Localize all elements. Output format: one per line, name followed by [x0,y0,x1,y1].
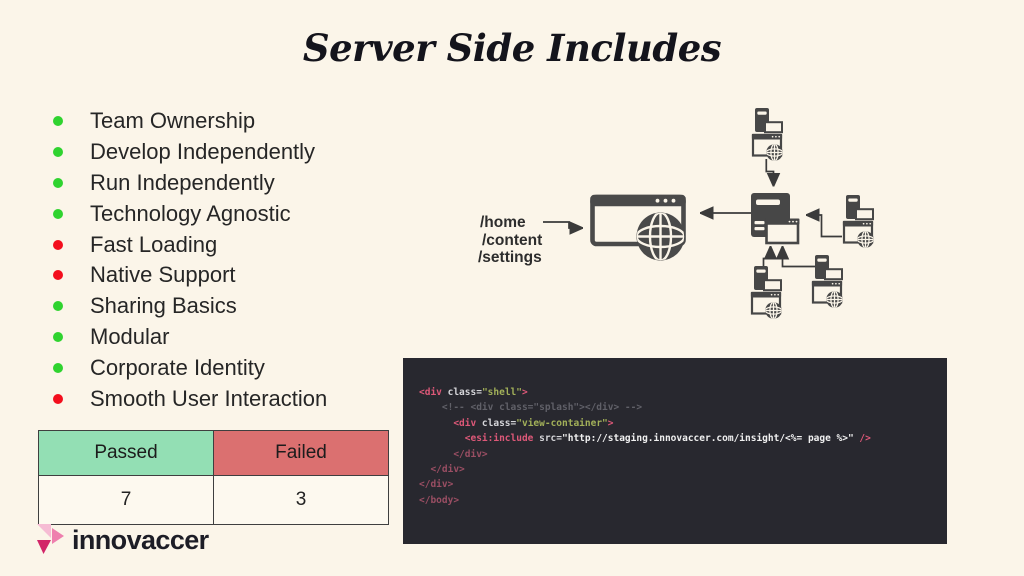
status-dot [53,116,63,127]
list-item: Fast Loading [48,229,327,260]
innovaccer-logo-icon [37,524,64,554]
code-line: <div class="shell"> [419,385,939,400]
page-title: Server Side Includes [302,26,722,70]
code-token: </body> [419,494,460,506]
list-item-label: Develop Independently [90,139,316,165]
list-item-label: Team Ownership [90,108,256,134]
code-token: "shell" [481,387,522,398]
route-label-settings: /settings [478,249,542,266]
code-token: </div> [419,464,465,476]
status-dot [53,270,63,281]
list-item-label: Sharing Basics [90,293,237,319]
list-item-label: Technology Agnostic [90,200,291,226]
status-dot [53,239,63,250]
code-token: /> [853,433,871,445]
status-dot [53,147,63,158]
globe-icon [636,212,685,261]
list-item-label: Smooth User Interaction [90,385,328,411]
code-line: <div class="view-container"> [419,416,939,431]
code-line: <esi:include src="http://staging.innovac… [419,431,939,446]
table-cell: 3 [213,475,389,525]
code-line: </div> [419,447,939,462]
list-item-label: Corporate Identity [90,354,265,380]
list-item-label: Run Independently [90,169,275,195]
list-item: Corporate Identity [48,352,327,383]
code-token: "http://staging.innovaccer.com/insight/<… [562,433,854,445]
list-item: Develop Independently [48,137,327,168]
list-item-label: Native Support [90,262,236,288]
code-token: <!-- <div class="splash"></div> --> [419,402,643,414]
table-header: Failed [213,430,389,476]
code-line: <!-- <div class="splash"></div> --> [419,400,939,415]
server-cluster-icon [751,266,782,319]
arrow-top-cluster-to-server [765,159,773,187]
status-dot [53,393,63,404]
code-token: <esi:include [419,433,534,445]
list-item: Team Ownership [48,106,327,137]
list-item: Sharing Basics [48,291,327,322]
browser-window-icon [590,194,686,261]
code-token: class= [441,387,482,398]
list-item: Native Support [48,260,327,291]
server-cluster-icon [752,108,783,161]
list-item: Smooth User Interaction [48,383,327,414]
code-token: "view-container" [516,417,608,429]
code-token: src= [533,433,562,445]
route-label-content: /content [482,232,542,249]
route-label-home: /home [480,214,526,231]
code-snippet-panel: <div class="shell"> <!-- <div class="spl… [403,358,947,544]
innovaccer-wordmark: innovaccer [72,524,209,555]
status-dot [53,301,63,312]
list-item-label: Modular [90,323,170,349]
code-token: class= [476,417,517,429]
list-item: Run Independently [48,168,327,199]
server-cluster-icon [843,195,874,248]
status-dot [53,362,63,373]
code-token: > [521,387,528,398]
list-item-label: Fast Loading [90,231,218,257]
status-dot [53,208,63,219]
table-header: Passed [38,430,214,476]
code-line: </body> [419,493,939,508]
server-tower-icon [751,193,800,245]
arrow-bottomleft-cluster-to-server [762,246,771,266]
list-item: Modular [48,322,327,353]
arrow-bottommid-cluster-to-server [783,246,815,268]
table-cell: 7 [38,475,214,525]
code-token: </div> [419,479,454,491]
server-cluster-icon [812,255,843,308]
code-line: </div> [419,462,939,477]
list-item: Technology Agnostic [48,198,327,229]
code-token: </div> [419,448,488,460]
arrow-right-cluster-to-server [806,215,842,238]
status-dot [53,177,63,188]
code-line: </div> [419,477,939,492]
status-dot [53,331,63,342]
code-token: <div [419,387,442,398]
innovaccer-logo: innovaccer [35,523,209,557]
code-token: > [607,417,614,429]
arrow-routes-to-browser [543,221,583,228]
code-token: <div [419,417,477,429]
ssi-architecture-diagram: /home /content /settings [478,85,980,335]
